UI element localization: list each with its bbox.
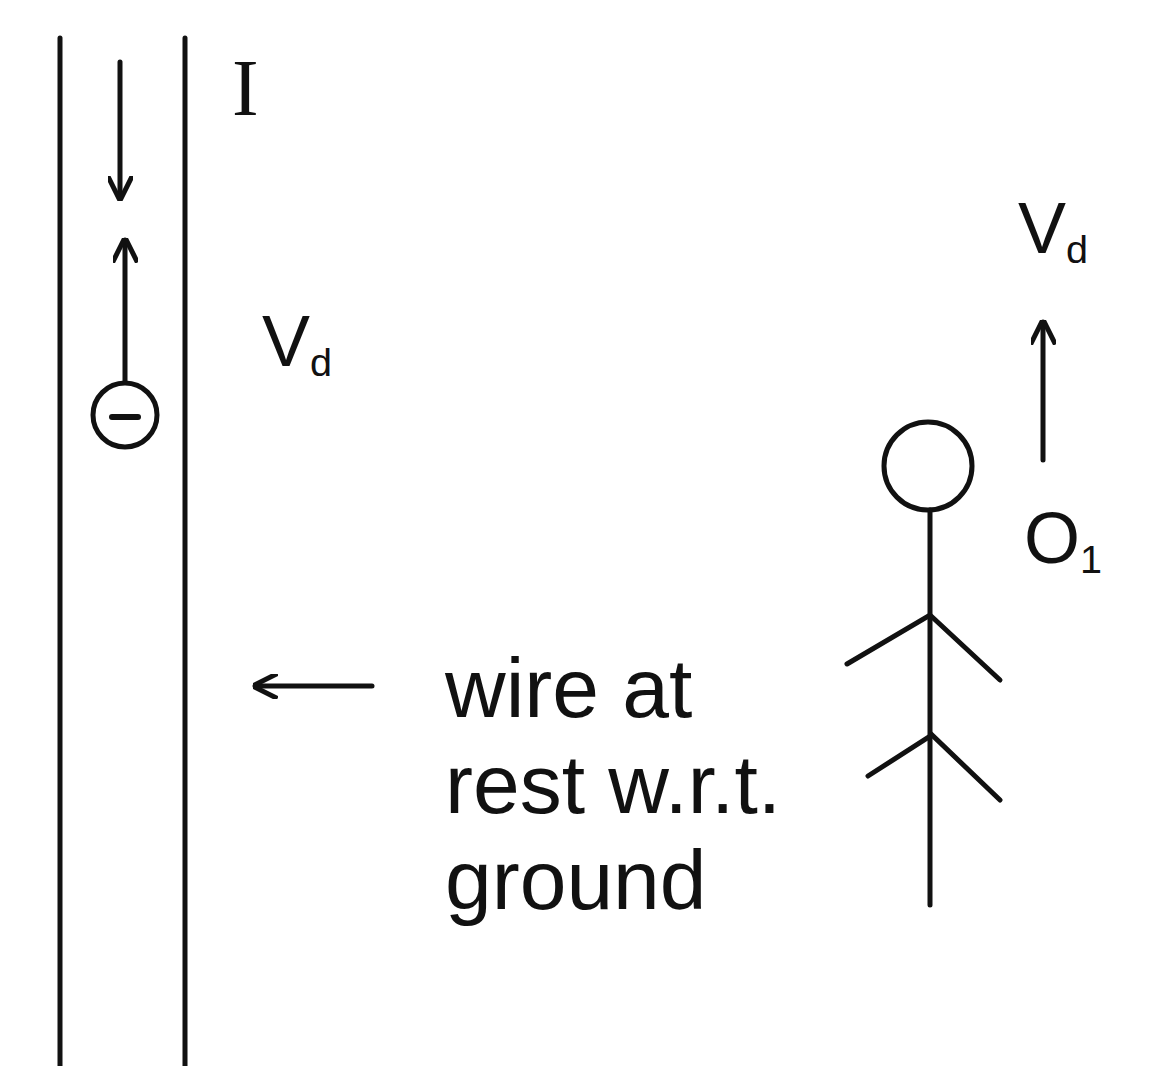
observer-head (884, 422, 972, 510)
observer-velocity-arrow (1041, 322, 1046, 460)
electron-symbol (93, 383, 157, 447)
symbol-label: Vd (1018, 192, 1088, 269)
symbol-label: Vd (262, 305, 332, 382)
pointer-arrow (255, 684, 372, 689)
note-text: wire at rest w.r.t. ground (445, 640, 835, 928)
observer-body (928, 510, 933, 905)
wire-edge (183, 38, 188, 1066)
current-arrow (118, 62, 123, 198)
observer-legs (868, 735, 1000, 800)
minus-sign (112, 414, 138, 420)
drift-arrow (123, 240, 128, 382)
wire-edge (58, 38, 63, 1066)
observer-arms (847, 615, 1000, 680)
symbol-label: O1 (1024, 502, 1102, 579)
symbol-label: I (232, 48, 259, 128)
